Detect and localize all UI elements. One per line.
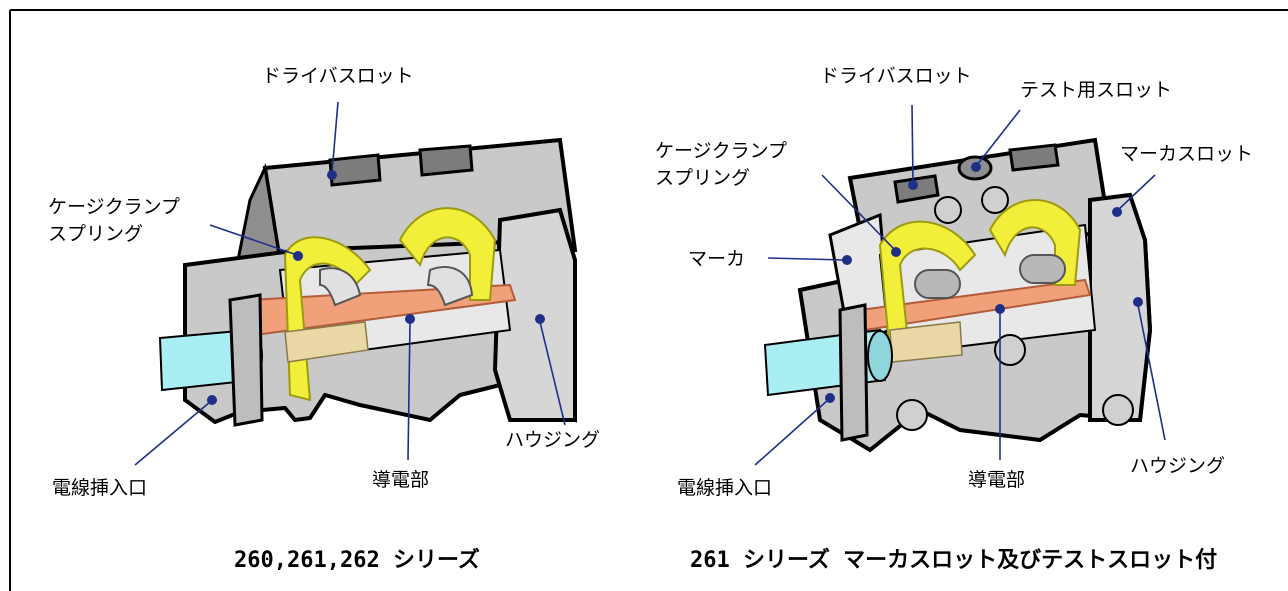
right-label-conductor: 導電部 [968, 469, 1025, 491]
left-spring-2 [398, 207, 497, 301]
left-label-wire-entry: 電線挿入口 [52, 477, 147, 499]
right-spring-1 [878, 220, 977, 362]
right-leaders [754, 104, 1166, 466]
left-driver-slot-1 [328, 153, 382, 187]
right-front-plate [838, 303, 869, 442]
right-driver-slot-2 [1008, 143, 1060, 172]
left-label-cage-clamp-1: ケージクランプ [48, 196, 180, 218]
left-driver-slot-2 [418, 144, 474, 177]
left-front-plate [228, 293, 264, 427]
left-leaders [134, 101, 566, 466]
left-label-cage-clamp-2: スプリング [48, 223, 143, 245]
right-caption: 261 シリーズ マーカスロット及びテストスロット付 [690, 547, 1217, 573]
right-housing-end [1088, 192, 1153, 422]
left-wire-strands [284, 321, 369, 363]
right-terminal-illustration [763, 137, 1153, 453]
right-label-housing: ハウジング [1130, 455, 1225, 477]
right-label-test-slot: テスト用スロット [1020, 79, 1172, 101]
left-label-housing: ハウジング [505, 429, 600, 451]
right-label-marker-slot: マーカスロット [1120, 143, 1253, 165]
right-driver-slot-1 [893, 174, 940, 204]
right-label-cage-clamp-1: ケージクランプ [655, 140, 787, 162]
right-label-wire-entry: 電線挿入口 [677, 477, 772, 499]
left-housing-end [492, 207, 577, 422]
right-label-marker: マーカ [688, 248, 745, 270]
right-label-driver-slot: ドライバスロット [820, 65, 972, 87]
right-label-cage-clamp-2: スプリング [655, 167, 750, 189]
left-label-driver-slot: ドライバスロット [262, 65, 414, 87]
left-label-conductor: 導電部 [372, 469, 429, 491]
left-caption: 260,261,262 シリーズ [234, 547, 480, 573]
left-terminal-illustration [158, 137, 578, 427]
